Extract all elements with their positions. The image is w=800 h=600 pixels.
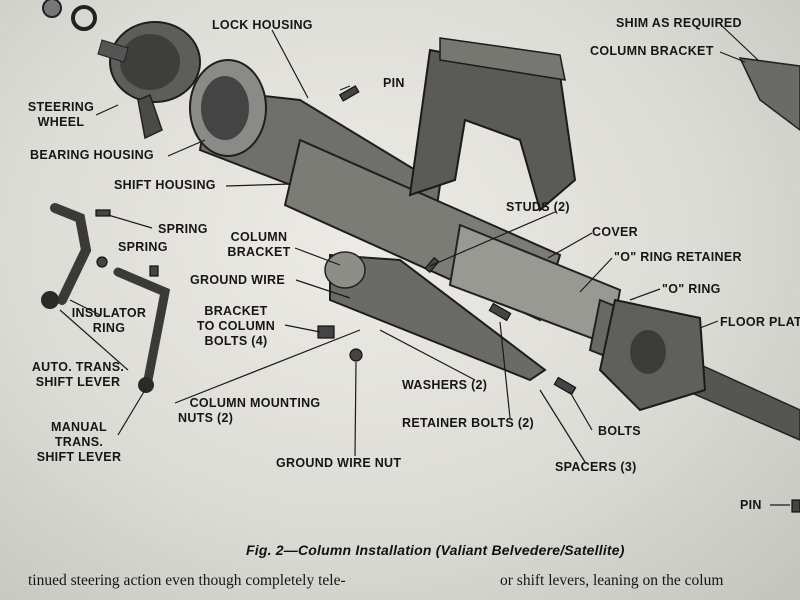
label-shim: SHIM AS REQUIRED [616,16,742,30]
label-steering: STEERING [27,100,95,114]
retainer-plate [324,251,547,382]
label-bracket: BRACKET [227,245,291,259]
label-nuts: NUTS (2) [178,411,234,425]
label-insulator: INSULATOR [71,306,147,320]
label-cover: COVER [592,225,638,239]
label-spring-lower: SPRING [118,240,168,254]
label-pin-bottom: PIN [740,498,762,512]
label-manual-trans-lever: MANUAL TRANS. SHIFT LEVER [34,420,124,465]
label-bearing-housing: BEARING HOUSING [30,148,154,162]
label-column: COLUMN [230,230,288,244]
label-column-bracket-top: COLUMN BRACKET [590,44,714,58]
label-column-mounting-nuts: COLUMN MOUNTING NUTS (2) [170,396,340,426]
label-auto-trans: AUTO. TRANS. [31,360,125,374]
label-o-ring-retainer: "O" RING RETAINER [614,250,742,264]
label-washers: WASHERS (2) [402,378,488,392]
label-lock-housing: LOCK HOUSING [212,18,313,32]
label-ring: RING [92,321,126,335]
label-bracket-line2: TO COLUMN [196,319,276,333]
label-manual-shift-lever: SHIFT LEVER [36,450,122,464]
washer-nut [42,0,97,31]
manual-shift-lever [113,267,171,393]
figure-caption: Fig. 2—Column Installation (Valiant Belv… [246,542,625,558]
label-auto-trans-lever: AUTO. TRANS. SHIFT LEVER [28,360,128,390]
label-bracket-bolts: BRACKET TO COLUMN BOLTS (4) [186,304,286,349]
column-bracket-edge [738,57,800,131]
floor-plate [598,298,707,412]
label-steering-wheel: STEERING WHEEL [26,100,96,130]
label-wheel: WHEEL [37,115,85,129]
label-retainer-bolts: RETAINER BOLTS (2) [402,416,535,430]
label-trans: TRANS. [54,435,104,449]
label-ground-wire-nut: GROUND WIRE NUT [276,456,402,470]
label-insulator-ring: INSULATOR RING [64,306,154,336]
label-bracket-line3: BOLTS (4) [204,334,268,348]
column-bracket-top [408,37,577,212]
label-bracket-line1: BRACKET [204,304,268,318]
label-ground-wire: GROUND WIRE [190,273,285,287]
label-studs: STUDS (2) [506,200,570,214]
body-text-right: or shift levers, leaning on the colum [500,572,724,589]
label-manual: MANUAL [51,420,107,434]
label-spring-upper: SPRING [158,222,208,236]
label-o-ring: "O" RING [662,282,721,296]
label-spacers: SPACERS (3) [555,460,637,474]
label-shift-housing: SHIFT HOUSING [114,178,216,192]
label-pin-top: PIN [383,76,405,90]
body-text-left: tinued steering action even though compl… [28,572,346,589]
label-column-bracket: COLUMN BRACKET [224,230,294,260]
leader-lines [59,23,790,506]
label-auto-shift-lever: SHIFT LEVER [35,375,121,389]
steering-wheel-hub [97,21,201,140]
auto-shift-lever [41,203,92,309]
label-floor-plate: FLOOR PLAT [720,315,800,329]
label-bolts: BOLTS [598,424,641,438]
label-column-mounting: COLUMN MOUNTING [189,396,321,410]
